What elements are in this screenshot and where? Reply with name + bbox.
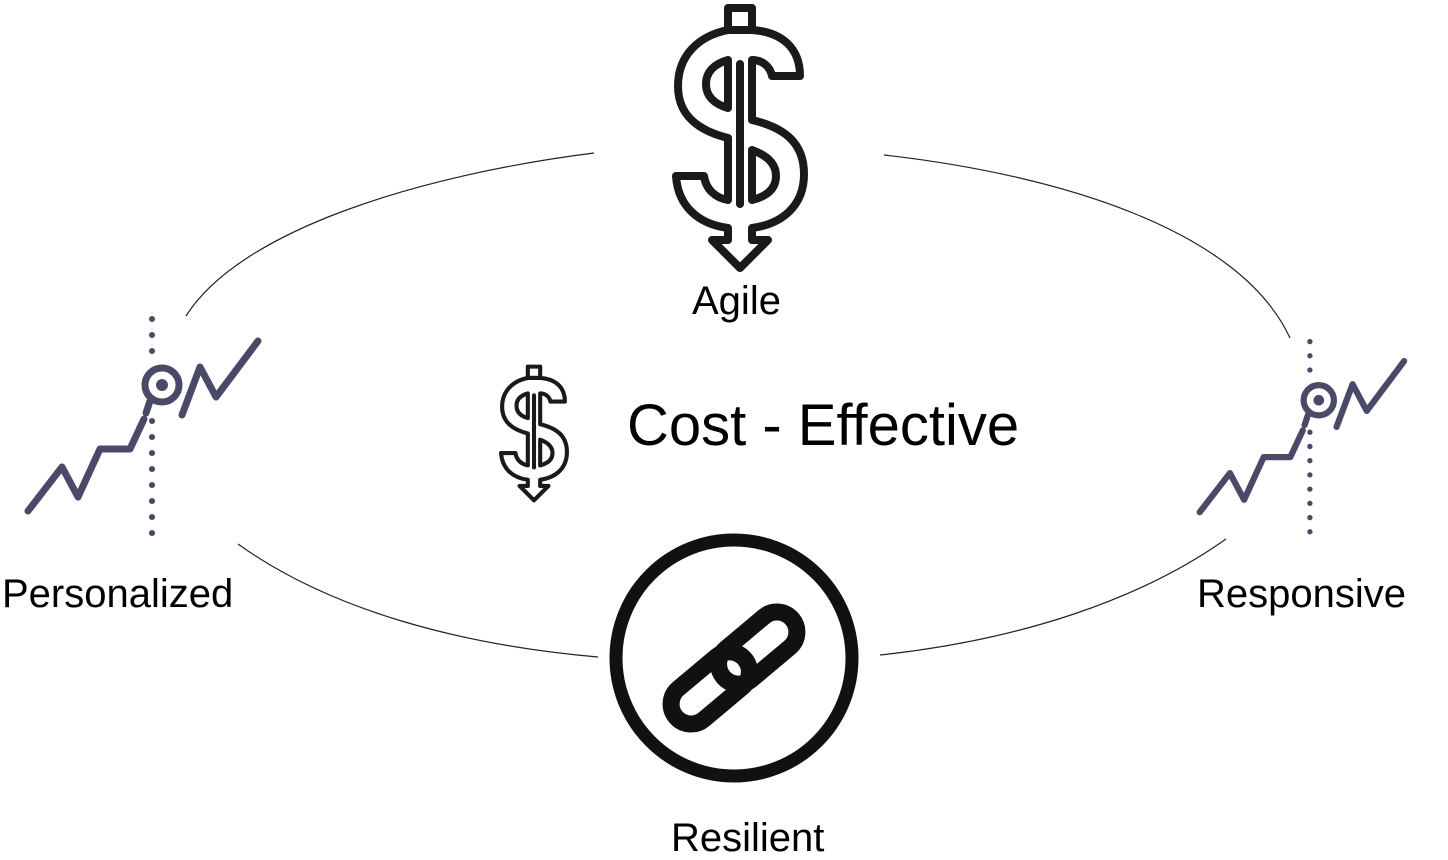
node-label-resilient: Resilient: [671, 816, 825, 860]
node-label-responsive: Responsive: [1197, 572, 1407, 616]
node-label-personalized: Personalized: [2, 572, 234, 616]
node-label-agile: Agile: [692, 279, 781, 323]
ring-arc-top-right: [883, 154, 1291, 339]
chain-link-icon: [609, 533, 859, 783]
trend-line-marker-icon: [28, 316, 258, 536]
trend-line-marker-icon: [1200, 339, 1404, 535]
center-dollar-down-arrow-icon: [501, 367, 567, 501]
center-title: Cost - Effective: [627, 393, 1020, 458]
ring-arc-top-left: [185, 152, 595, 317]
dollar-down-arrow-icon: [676, 8, 804, 268]
ring-arc-bottom-right: [879, 538, 1227, 656]
ring-arc-bottom-left: [237, 543, 599, 658]
